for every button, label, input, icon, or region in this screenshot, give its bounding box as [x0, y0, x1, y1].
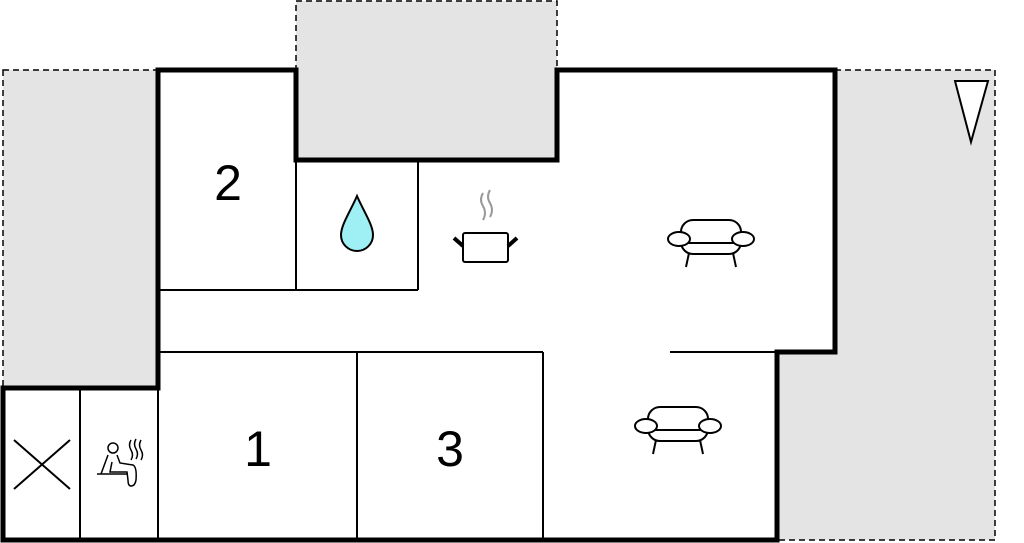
interior: [3, 70, 835, 540]
cooking-pot-icon: [452, 189, 519, 263]
room-label-1: 1: [244, 421, 272, 477]
terrace-left: [2, 69, 159, 389]
room-label-2: 2: [214, 155, 242, 211]
sofa-icon: [667, 219, 755, 268]
sauna-icon: [97, 438, 144, 487]
terrace-top: [295, 0, 558, 161]
sofa-icon: [634, 406, 722, 455]
water-drop-icon: [339, 193, 375, 252]
north-arrow-icon: [953, 80, 990, 146]
room-label-3: 3: [436, 421, 464, 477]
cross-icon: [13, 439, 71, 490]
inner-walls: [79, 160, 777, 540]
outer-wall: [0, 67, 838, 543]
